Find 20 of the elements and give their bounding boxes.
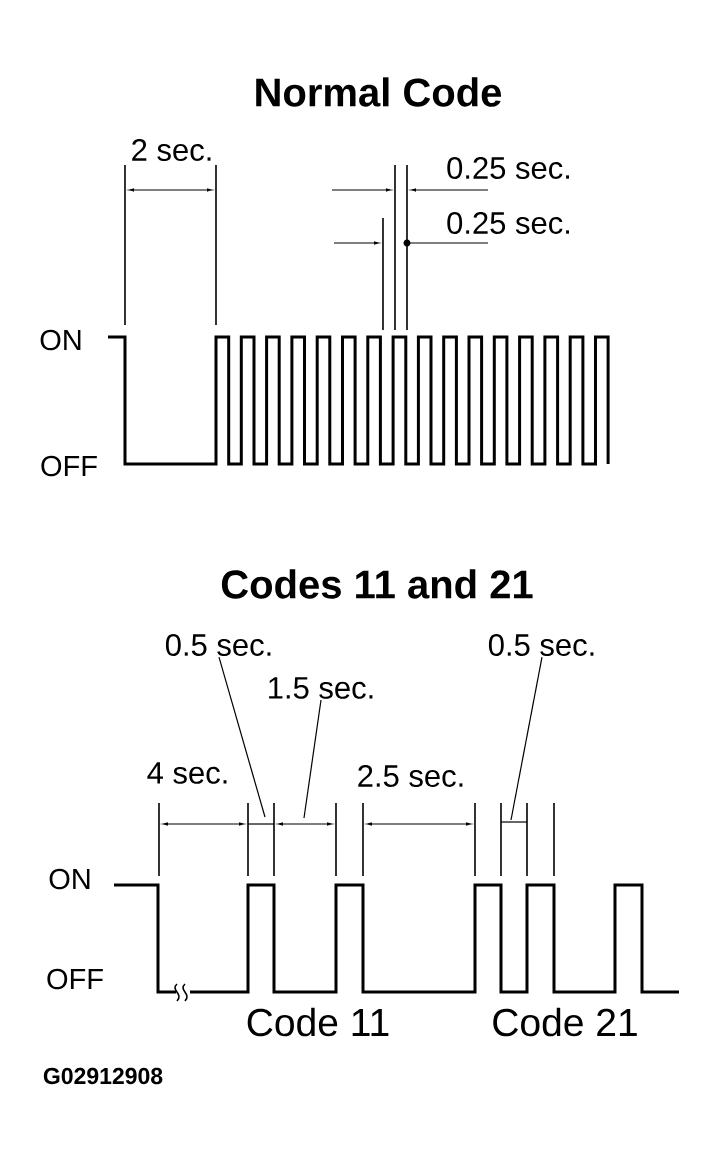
code-label: Code 21 <box>493 1007 637 1037</box>
code-label: Code 11 <box>247 1007 389 1037</box>
level-label: OFF <box>41 455 97 477</box>
heading: Normal Code <box>256 77 502 107</box>
time-label: 4 sec. <box>147 762 227 784</box>
level-label: ON <box>40 329 81 351</box>
time-label: 2.5 sec. <box>358 765 463 787</box>
time-label: 0.25 sec. <box>447 157 570 179</box>
time-label: 0.5 sec. <box>165 634 271 656</box>
time-label: 2 sec. <box>132 139 211 161</box>
time-label: 0.5 sec. <box>488 634 594 656</box>
leader-line <box>218 656 266 818</box>
figure-number: G02912908 <box>43 1067 163 1085</box>
heading: Codes 11 and 21 <box>221 569 533 599</box>
level-label: ON <box>49 868 90 890</box>
time-label: 1.5 sec. <box>269 677 373 699</box>
time-label: 0.25 sec. <box>447 212 570 234</box>
leader-line <box>303 699 322 819</box>
leader-line <box>510 656 543 821</box>
level-label: OFF <box>47 968 103 990</box>
